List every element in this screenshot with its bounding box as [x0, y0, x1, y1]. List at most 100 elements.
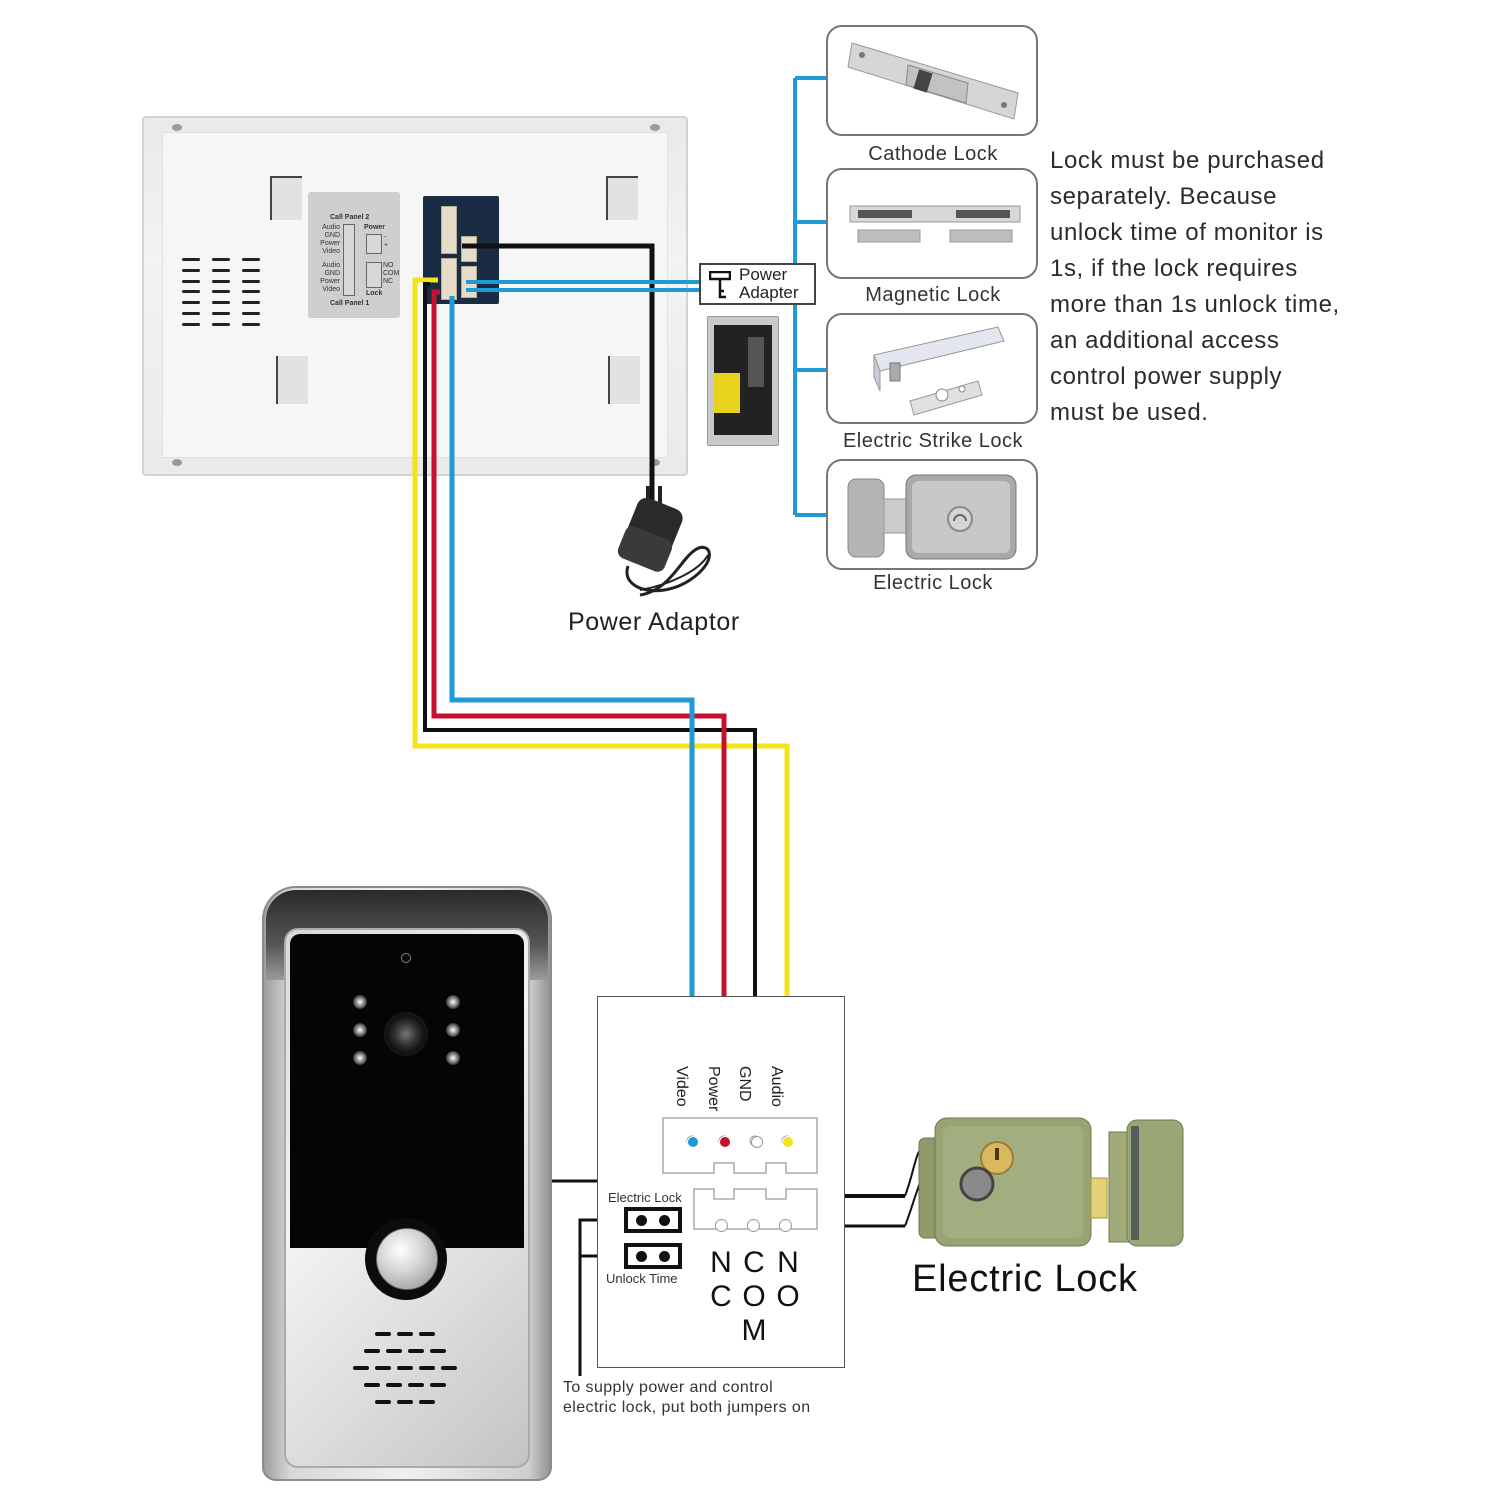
- grille-slot: [182, 258, 200, 261]
- microphone-icon: [401, 953, 411, 963]
- speaker-slot: [441, 1366, 457, 1370]
- note-line: To supply power and control: [563, 1379, 774, 1396]
- pin-label: Audio: [322, 262, 340, 269]
- speaker-slot: [375, 1366, 391, 1370]
- mounting-slot: [276, 356, 308, 404]
- gnd-pin: [751, 1136, 763, 1148]
- camera-lens-icon: [384, 1012, 428, 1056]
- lock-option-label: Electric Strike Lock: [842, 430, 1024, 452]
- wire-power: [431, 289, 727, 1140]
- grille-slot: [182, 268, 200, 272]
- lock-option-electric: [826, 459, 1038, 570]
- doorbell-speaker-grille: [348, 1332, 468, 1422]
- relay-pin-no: [779, 1219, 792, 1232]
- ir-led-icon: [446, 995, 460, 1009]
- pin-label: COM: [383, 270, 400, 277]
- grille-slot: [242, 290, 260, 294]
- call-panel-2-pins: Audio GND Power Video: [314, 224, 340, 256]
- pin-label: -: [384, 234, 387, 241]
- speaker-slot: [408, 1349, 424, 1353]
- jumper-pin: [636, 1251, 647, 1262]
- screw-hole: [172, 124, 182, 131]
- grille-slot: [212, 268, 230, 272]
- speaker-slot: [430, 1383, 446, 1387]
- jumper-unlock-time[interactable]: [624, 1243, 682, 1269]
- connector: [441, 206, 457, 254]
- note-line: separately. Because: [1050, 183, 1278, 210]
- relay-letter: O: [742, 1280, 766, 1313]
- monitor-pcb: [423, 196, 499, 304]
- power-wire-end: [719, 1136, 731, 1148]
- cathode-lock-icon: [847, 42, 1019, 120]
- wire-video: [449, 296, 695, 1140]
- audio-wire-end: [782, 1136, 794, 1148]
- ir-led-icon: [446, 1023, 460, 1037]
- connector: [461, 236, 477, 262]
- power-adaptor-caption: Power Adaptor: [568, 608, 740, 636]
- grille-slot: [212, 322, 230, 326]
- mounting-slot: [608, 356, 640, 404]
- power-heading: Power: [364, 224, 386, 231]
- pin-label: GND: [324, 270, 340, 277]
- grille-slot: [242, 312, 260, 315]
- psu-warning-label: [714, 373, 740, 413]
- relay-label-nc: N C: [706, 1246, 736, 1314]
- jumper-electric-lock[interactable]: [624, 1207, 682, 1233]
- pin-label: NC: [383, 278, 394, 285]
- speaker-slot: [419, 1332, 435, 1336]
- lock-option-cathode: [826, 25, 1038, 136]
- lock-pins: NO COM NC: [383, 262, 399, 286]
- ir-led-icon: [353, 1023, 367, 1037]
- access-control-power-supply: [707, 316, 779, 446]
- doorbell-terminal-box: [597, 996, 845, 1368]
- speaker-slot: [397, 1332, 413, 1336]
- speaker-slot: [430, 1349, 446, 1353]
- monitor-speaker-grille: [182, 258, 264, 330]
- note-line: 1s, if the lock requires: [1050, 255, 1298, 282]
- grille-slot: [212, 279, 230, 283]
- grille-slot: [212, 301, 230, 305]
- pin-label: NO: [383, 262, 394, 269]
- relay-letter: C: [743, 1246, 765, 1279]
- grille-slot: [242, 268, 260, 272]
- relay-pin-com: [747, 1219, 760, 1232]
- call-button[interactable]: [376, 1228, 438, 1290]
- jumper-pin: [636, 1215, 647, 1226]
- call-panel-2-heading: Call Panel 2: [330, 214, 370, 221]
- monitor-wiring-label: Call Panel 2 Audio GND Power Video Audio…: [308, 192, 400, 318]
- pin-label-power: Power: [705, 1066, 722, 1112]
- lock-option-label: Cathode Lock: [868, 143, 998, 165]
- relay-pin-nc: [715, 1219, 728, 1232]
- video-wire-end: [687, 1136, 699, 1148]
- speaker-slot: [364, 1383, 380, 1387]
- adaptor-power-wire: [462, 243, 655, 505]
- grille-slot: [212, 258, 230, 261]
- relay-label-com: C O M: [739, 1246, 769, 1348]
- pin-label-audio: Audio: [768, 1066, 785, 1107]
- grille-slot: [242, 301, 260, 305]
- electric-strike-lock-icon: [873, 326, 1005, 416]
- ir-led-icon: [353, 995, 367, 1009]
- grille-slot: [182, 279, 200, 283]
- pin-label: Video: [322, 248, 340, 255]
- jumper-label-unlock-time: Unlock Time: [606, 1271, 678, 1286]
- electric-lock-caption: Electric Lock: [912, 1258, 1138, 1300]
- relay-letter: C: [710, 1280, 732, 1313]
- psu-terminals: [748, 337, 764, 387]
- doorbell-camera-glass: [290, 934, 524, 1248]
- mounting-slot: [606, 176, 638, 220]
- grille-slot: [182, 301, 200, 305]
- ir-led-icon: [446, 1051, 460, 1065]
- call-panel-1-heading: Call Panel 1: [330, 300, 370, 307]
- jumper-pin: [659, 1215, 670, 1226]
- screw-hole: [650, 459, 660, 466]
- speaker-slot: [364, 1349, 380, 1353]
- note-line: an additional access: [1050, 327, 1280, 354]
- key-icon: [709, 271, 731, 299]
- lock-purchase-note: Lock must be purchased separately. Becau…: [1050, 143, 1395, 431]
- signal-connector: [662, 1117, 818, 1174]
- power-adaptor-icon: [617, 486, 711, 597]
- jumper-instruction-note: To supply power and control electric loc…: [563, 1378, 811, 1418]
- speaker-slot: [375, 1332, 391, 1336]
- speaker-slot: [386, 1383, 402, 1387]
